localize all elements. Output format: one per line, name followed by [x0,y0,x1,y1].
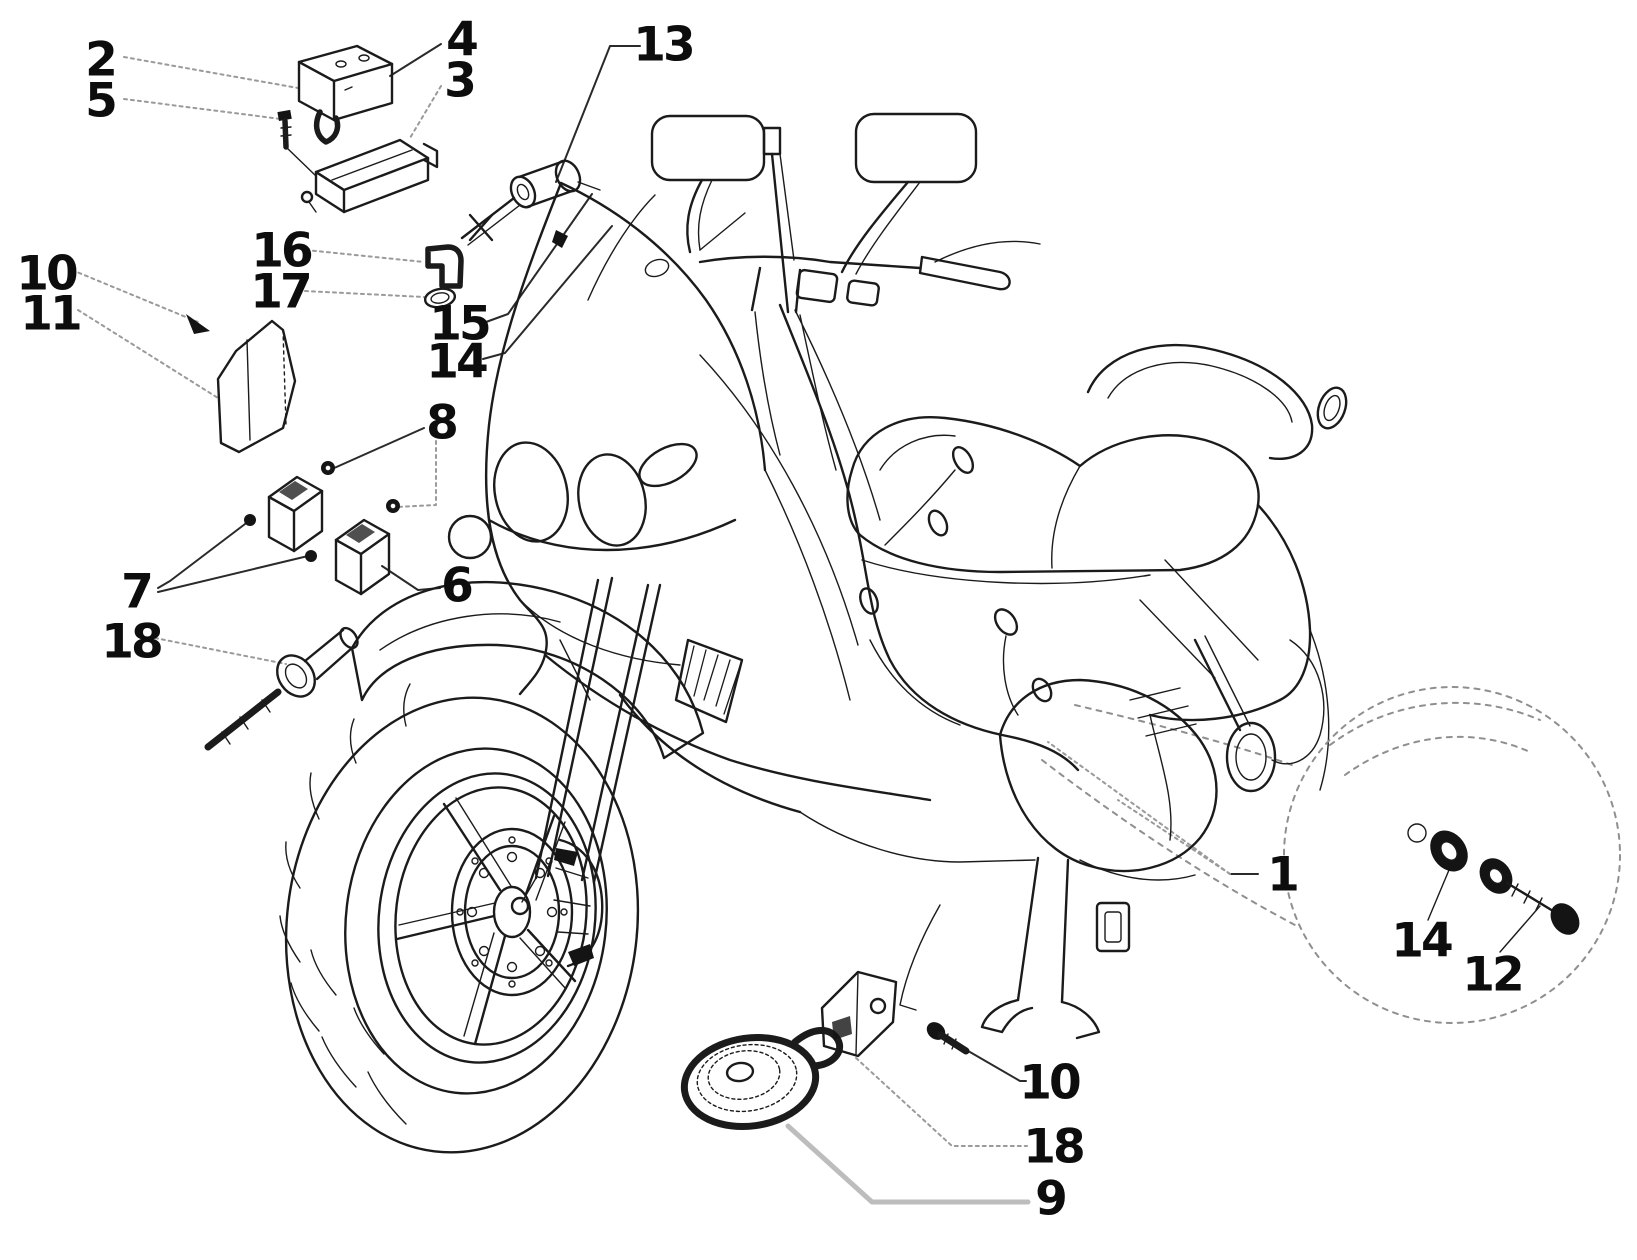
relay-screws-8 [321,461,400,513]
headlights [447,441,698,560]
washer-14 [1430,830,1468,872]
reflector [1095,901,1131,953]
arrowhead [186,314,210,334]
front-fairing [447,181,859,724]
engine [998,635,1277,881]
floorboard [543,639,1036,863]
right-mirror [840,112,978,275]
vent-mesh [674,638,744,724]
front-wheel [279,683,640,1154]
relay-b [334,518,391,596]
horn [680,1027,843,1131]
rear-body [1086,343,1348,841]
horn-screw [926,1022,970,1055]
relay-a [267,475,324,553]
bolt-12 [1505,881,1580,935]
horn-tab [791,1027,843,1070]
seat [846,416,1260,585]
screw-5 [277,109,317,177]
mounting-plate [216,319,297,454]
ecu-box [297,44,394,145]
hand-grip [918,255,1011,291]
left-mirror [650,114,766,254]
detail-circle [1283,686,1621,1024]
wiring-harness [778,303,1080,772]
relay-screws-7 [244,514,317,562]
washer-small [1479,858,1513,894]
front-fender [350,580,705,760]
handlebar [698,240,1041,471]
front-fork [510,576,662,916]
kickstand [899,856,1101,1040]
antenna-cable [762,126,795,314]
leader-lines [71,43,1541,1205]
ecu-bracket [300,138,439,214]
speedometer-cable [460,159,601,248]
cable-seal-17 [423,287,457,309]
cable-elbow-16 [425,244,464,289]
brake-switch [204,626,359,751]
brake-lever [934,240,1041,263]
horn-bracket [820,970,898,1058]
